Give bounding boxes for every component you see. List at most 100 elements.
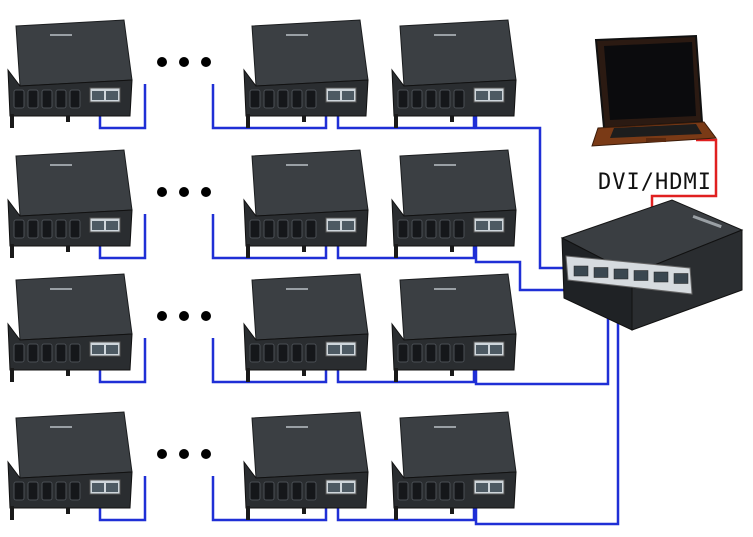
- receiver-logo: [434, 34, 456, 36]
- receiver-foot: [66, 246, 70, 252]
- network-port-2: [342, 91, 354, 100]
- receiver-top: [399, 273, 517, 341]
- receiver-top: [399, 19, 517, 87]
- receiver-port: [291, 343, 303, 363]
- receiver-port: [249, 481, 261, 501]
- receiver-logo: [286, 288, 308, 290]
- network-port-1: [92, 91, 104, 100]
- receiver-top: [15, 19, 133, 87]
- receiver-port: [411, 89, 423, 109]
- network-port-2: [106, 91, 118, 100]
- receiver-logo: [50, 288, 72, 290]
- receiver-foot: [394, 368, 398, 382]
- network-port-1: [328, 221, 340, 230]
- receiver-foot: [302, 370, 306, 376]
- controller-rj45-port: [573, 265, 589, 277]
- network-port-1: [92, 221, 104, 230]
- receiver-logo: [286, 34, 308, 36]
- receiver-foot: [66, 370, 70, 376]
- receiver-port: [425, 89, 437, 109]
- network-port-1: [328, 345, 340, 354]
- network-port-1: [92, 345, 104, 354]
- receiver-r3-c2: [243, 273, 369, 382]
- receiver-port: [13, 343, 25, 363]
- receiver-port: [249, 343, 261, 363]
- receiver-foot: [246, 506, 250, 520]
- receiver-port: [397, 343, 409, 363]
- receiver-port: [69, 89, 81, 109]
- receiver-logo: [286, 426, 308, 428]
- receiver-foot: [450, 508, 454, 514]
- receiver-top: [15, 411, 133, 479]
- receiver-port: [55, 343, 67, 363]
- laptop: [591, 34, 717, 147]
- receiver-foot: [450, 246, 454, 252]
- controller-rj45-port: [653, 271, 669, 283]
- laptop-keyboard: [610, 124, 702, 138]
- receiver-r1-c1: [7, 19, 133, 128]
- receiver-top: [251, 149, 369, 217]
- receiver-port: [305, 89, 317, 109]
- receiver-port: [69, 481, 81, 501]
- receiver-foot: [10, 506, 14, 520]
- controller-rj45-port: [633, 270, 649, 281]
- receiver-port: [397, 89, 409, 109]
- receiver-logo: [434, 164, 456, 166]
- receiver-r3-c3: [391, 273, 517, 382]
- receiver-port: [411, 343, 423, 363]
- receiver-r4-c3: [391, 411, 517, 520]
- receiver-foot: [394, 114, 398, 128]
- receiver-port: [453, 481, 465, 501]
- receiver-logo: [50, 164, 72, 166]
- receiver-port: [13, 219, 25, 239]
- ellipsis-dot: [201, 187, 211, 197]
- receiver-port: [41, 481, 53, 501]
- network-port-2: [490, 483, 502, 492]
- receiver-logo: [434, 426, 456, 428]
- network-port-1: [328, 483, 340, 492]
- receiver-port: [411, 481, 423, 501]
- ellipsis-dot: [201, 57, 211, 67]
- receiver-foot: [246, 244, 250, 258]
- receiver-port: [27, 343, 39, 363]
- receiver-top: [251, 411, 369, 479]
- receiver-top: [15, 273, 133, 341]
- receiver-port: [305, 219, 317, 239]
- receiver-port: [397, 219, 409, 239]
- receiver-port: [27, 219, 39, 239]
- ellipsis-dot: [179, 187, 189, 197]
- receiver-logo: [50, 34, 72, 36]
- controller-logo: [692, 214, 722, 229]
- ellipsis-dot: [157, 449, 167, 459]
- receiver-port: [263, 343, 275, 363]
- receiver-port: [27, 89, 39, 109]
- receiver-top: [399, 411, 517, 479]
- network-port-1: [92, 483, 104, 492]
- receiver-port: [453, 343, 465, 363]
- receiver-r2-c2: [243, 149, 369, 258]
- receiver-foot: [302, 508, 306, 514]
- sending-controller: [560, 199, 744, 331]
- receiver-port: [411, 219, 423, 239]
- controller-port-strip: [565, 255, 693, 295]
- receiver-foot: [246, 368, 250, 382]
- network-port-2: [106, 221, 118, 230]
- network-port-1: [476, 345, 488, 354]
- receiver-r4-c2: [243, 411, 369, 520]
- receiver-port: [305, 343, 317, 363]
- receiver-port: [291, 481, 303, 501]
- receiver-port: [55, 481, 67, 501]
- receiver-foot: [302, 246, 306, 252]
- receiver-port: [439, 89, 451, 109]
- receiver-port: [439, 481, 451, 501]
- network-port-2: [342, 345, 354, 354]
- receiver-r1-c3: [391, 19, 517, 128]
- receiver-port: [277, 343, 289, 363]
- ellipsis-dot: [157, 57, 167, 67]
- receiver-foot: [66, 116, 70, 122]
- ellipsis-dot: [157, 311, 167, 321]
- receiver-port: [13, 89, 25, 109]
- receiver-top: [251, 19, 369, 87]
- controller-rj45-port: [593, 267, 609, 278]
- video-cable: [650, 138, 718, 210]
